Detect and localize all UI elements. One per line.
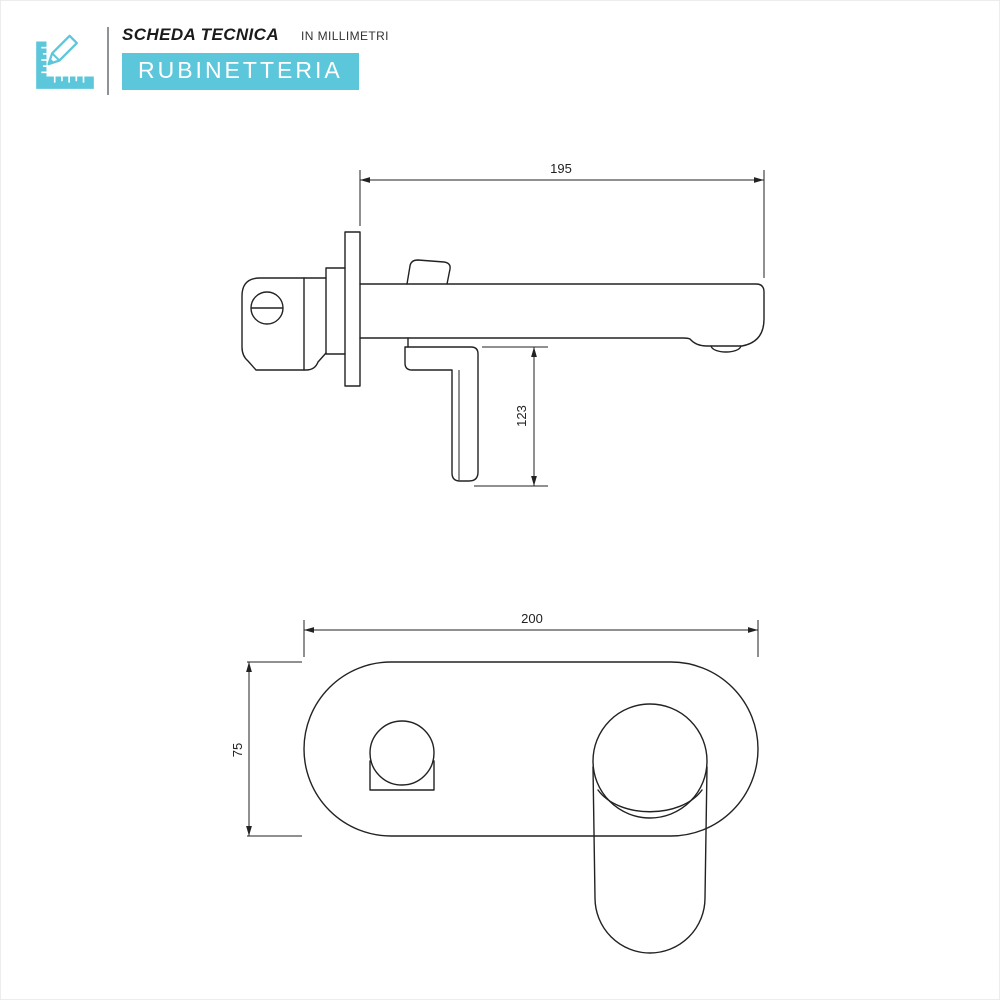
handle-lever-outline [404,346,479,482]
handle-lever-front [592,766,708,954]
header-divider [107,27,109,95]
wall-plate-side [344,231,361,387]
handle-neck-arc [597,789,703,813]
l-square-ruler [36,41,94,89]
aerator-detail [710,345,742,353]
header-text: SCHEDA TECNICA IN MILLIMETRI RUBINETTERI… [122,25,389,90]
dimension-label-spout-length: 195 [550,161,572,176]
spout-hole-circle [369,720,435,786]
front-view-drawing: 200 75 [230,611,759,954]
dimension-75: 75 [230,661,302,837]
header: SCHEDA TECNICA IN MILLIMETRI RUBINETTERI… [33,25,389,95]
dimension-195: 195 [359,161,765,278]
valve-body-outline [241,277,327,371]
square-ruler-pencil-icon [36,34,94,89]
dimension-200: 200 [303,611,759,657]
dimension-label-plate-width: 200 [521,611,543,626]
ruler-tick-marks [41,46,85,83]
cartridge-top [406,259,451,285]
handle-knob-circle [592,703,708,819]
dimension-label-handle-drop: 123 [514,405,529,427]
oval-plate-outline [303,661,759,837]
unit-note: IN MILLIMETRI [301,29,389,43]
pencil-tip [48,58,55,65]
body-flange [325,267,346,355]
screw-cap-circle [250,291,284,325]
side-view-drawing: 195 123 [241,161,765,487]
pencil-collar-line [51,52,61,62]
spout-outline [359,283,765,347]
title-row: SCHEDA TECNICA IN MILLIMETRI [122,25,389,45]
dimension-123: 123 [474,346,548,487]
dimension-label-plate-height: 75 [230,743,245,757]
page-title: SCHEDA TECNICA [122,25,280,44]
category-badge: RUBINETTERIA [122,53,359,90]
spout-bracket [369,760,435,791]
